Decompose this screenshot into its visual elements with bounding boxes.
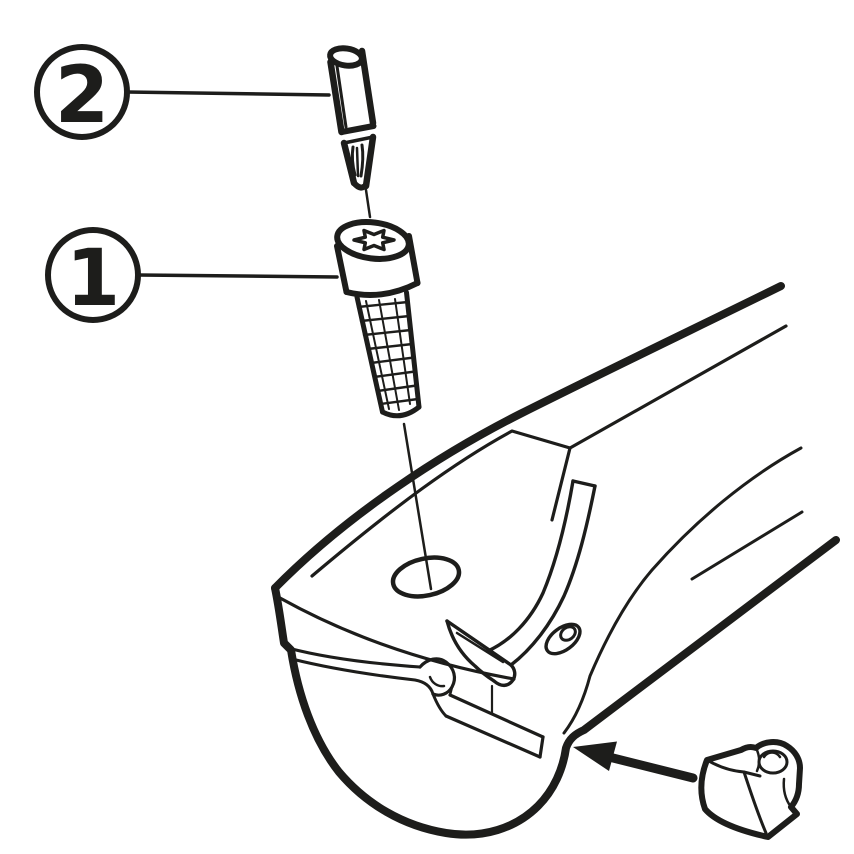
holder-side-bevel-edge [562, 446, 803, 735]
insert-seat-top-edge [448, 693, 545, 739]
screw-head-bottom-edge [343, 280, 421, 298]
screw-head-left-edge [334, 243, 350, 295]
insert-seat-bottom-edge [444, 714, 542, 759]
side-hole-inner [559, 625, 577, 642]
bit-shank-right-edge [358, 47, 377, 127]
arrow-head [573, 741, 617, 771]
bit-collar-upper [338, 123, 377, 135]
clamp-wedge-upper-edge [445, 619, 513, 667]
bit-collar-lower [342, 135, 375, 145]
screw-head-top-face [334, 219, 412, 262]
holder-top-silhouette-edge [271, 282, 785, 592]
holder-top-flat-far-edge [310, 324, 788, 578]
assembly-axis-line-upper [364, 188, 372, 219]
clamp-strip-top-end [571, 479, 597, 488]
balloon-1: 1 [45, 227, 339, 324]
bit-tip-left-edge [340, 139, 358, 187]
balloon-1-leader-line [136, 273, 339, 279]
cutting-insert-drawing [698, 739, 803, 840]
holder-nose-and-bottom-silhouette [271, 536, 840, 839]
screw-torx-recess [352, 228, 396, 252]
assembly-axis-line-lower [402, 422, 433, 591]
spring-slit-upper-line [286, 646, 422, 669]
screw-shank-end [380, 404, 422, 419]
spring-hook-inner [428, 675, 446, 688]
toolholder-body-drawing [271, 282, 840, 839]
clamp-wedge-inner-line [455, 631, 505, 664]
bit-tip-flute-left [350, 145, 357, 177]
torx-key-bit-drawing [327, 45, 377, 219]
clamp-wedge-lower-edge [445, 619, 496, 683]
holder-lower-bevel-edge [690, 510, 804, 581]
insert-seat-end-face [538, 735, 545, 759]
balloon-1-label: 1 [66, 234, 120, 324]
balloon-2-circle [34, 44, 130, 140]
insert-front-slant-edge [742, 770, 768, 835]
spring-hook-to-seat-joint [448, 685, 454, 697]
insert-right-inner-edge [782, 777, 793, 809]
clamp-strip-left-edge [486, 479, 575, 653]
insert-mounting-arrow [573, 741, 698, 783]
screw-shank-right-edge [404, 290, 422, 410]
bit-tip-flute-right [359, 143, 365, 178]
screw-shank-left-edge [354, 294, 385, 415]
screw-head-right-edge [406, 233, 421, 286]
bit-tip-flute-center [355, 146, 360, 178]
bit-shank-highlight-line [335, 64, 348, 129]
balloon-2-label: 2 [55, 51, 109, 141]
clamp-strip-right-edge [509, 484, 597, 667]
screw-thread-crest-lines [365, 298, 411, 411]
clamp-wedge-end-face [492, 663, 517, 688]
balloon-2-leader-line [125, 90, 331, 97]
screw-hole [390, 555, 462, 599]
spring-hook-outer [418, 657, 457, 697]
spring-slit-lower-line [290, 657, 435, 696]
insert-seat-left-joint [431, 692, 448, 718]
insert-boss-front-edge [754, 746, 761, 773]
bit-tip-end [351, 180, 369, 191]
bit-shank-left-edge [327, 58, 345, 136]
insert-chipbreaker-detail [762, 751, 782, 759]
holder-top-face-lower-edge [278, 596, 516, 681]
arrow-shaft [604, 752, 698, 783]
clamp-screw-drawing [334, 219, 433, 591]
balloon-2: 2 [34, 44, 331, 141]
bit-tip-right-edge [362, 133, 377, 190]
balloon-1-circle [45, 227, 141, 323]
pocket-back-wall-edge [550, 446, 572, 522]
side-countersink-hole [544, 622, 582, 656]
